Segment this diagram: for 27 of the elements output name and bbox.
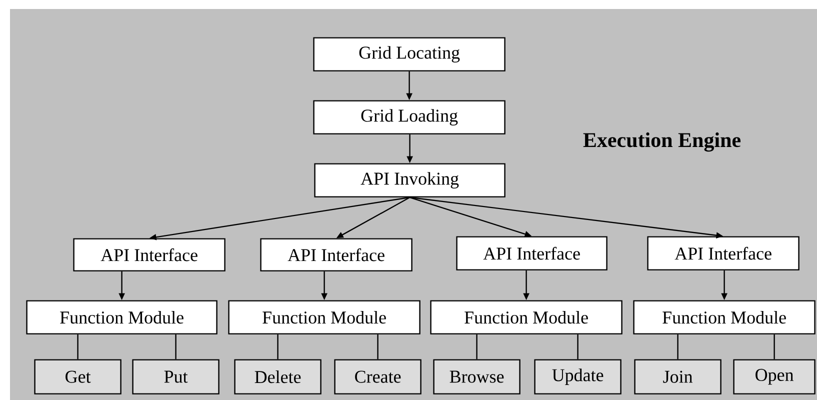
process-box: Grid Locating <box>313 37 506 72</box>
function-box: Create <box>334 359 422 394</box>
interface-box: API Interface <box>260 238 412 272</box>
function-box: Delete <box>234 359 322 394</box>
function-box: Update <box>534 359 622 394</box>
connector-line <box>77 334 78 360</box>
connector-line <box>377 334 378 360</box>
interface-box: API Interface <box>456 236 608 270</box>
function-box: Put <box>132 359 220 394</box>
module-box: Function Module <box>430 300 622 334</box>
function-box: Get <box>34 359 122 394</box>
connector-line <box>175 334 176 360</box>
connector-line <box>277 334 278 360</box>
function-box: Browse <box>433 359 520 394</box>
interface-box: API Interface <box>73 238 226 272</box>
function-box: Join <box>634 359 722 394</box>
connector-line <box>677 334 678 360</box>
function-box: Open <box>733 359 816 394</box>
process-box: API Invoking <box>314 163 506 198</box>
connector-line <box>774 334 775 360</box>
connector-line <box>476 334 478 360</box>
interface-box: API Interface <box>647 236 800 270</box>
module-box: Function Module <box>26 300 218 334</box>
connector-line <box>577 334 578 360</box>
module-box: Function Module <box>633 300 816 334</box>
process-box: Grid Loading <box>313 100 506 134</box>
module-box: Function Module <box>228 300 420 334</box>
